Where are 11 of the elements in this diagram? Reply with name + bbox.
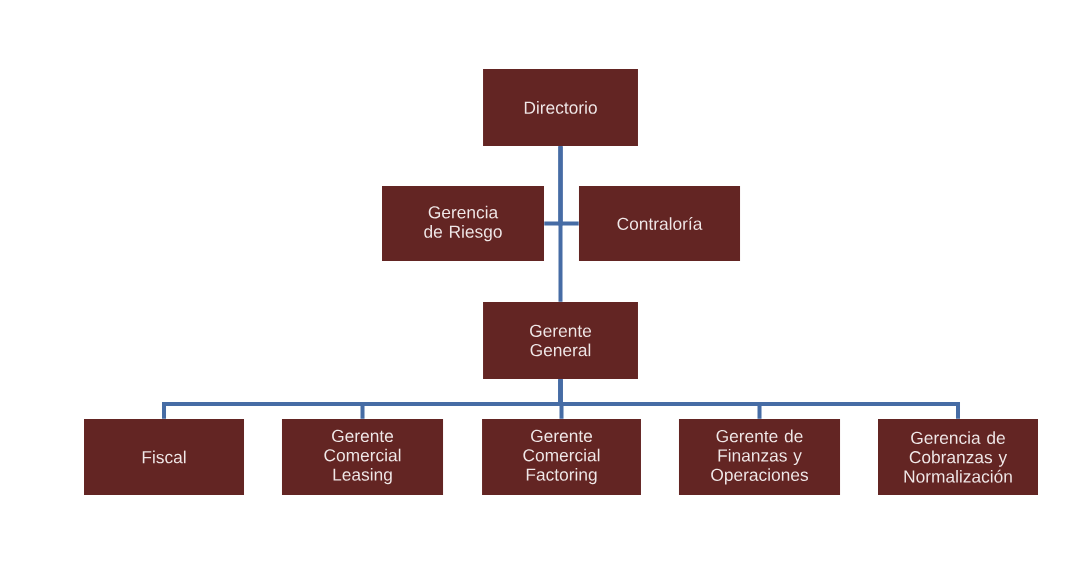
org-box: Gerencia de Riesgo	[382, 186, 544, 261]
org-box: Directorio	[483, 68, 638, 147]
org-box: Contraloría	[579, 186, 741, 261]
org-box: Gerente de Finanzas y Operaciones	[678, 419, 841, 495]
org-box: Gerente Comercial Factoring	[482, 419, 641, 495]
org-box: Gerencia de Cobranzas y Normalización	[878, 419, 1038, 495]
org-box: Gerente General	[483, 301, 638, 379]
org-box: Gerente Comercial Leasing	[282, 419, 444, 495]
org-box: Fiscal	[84, 419, 244, 495]
connector-line	[558, 379, 960, 419]
connector-line	[558, 146, 579, 226]
